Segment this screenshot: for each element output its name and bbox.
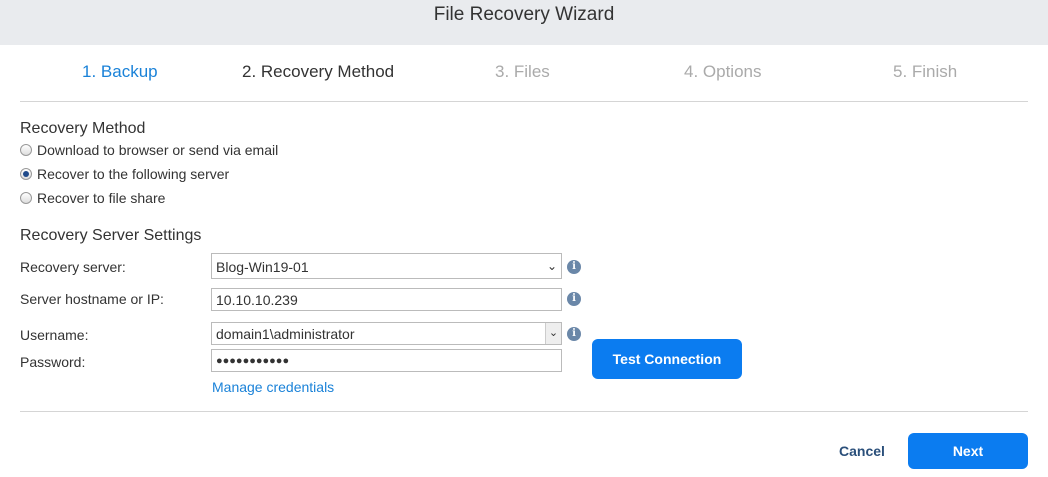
info-icon[interactable]: i xyxy=(567,327,581,341)
server-settings-heading: Recovery Server Settings xyxy=(20,227,202,244)
recovery-server-value: Blog-Win19-01 xyxy=(216,259,309,275)
step-backup[interactable]: 1. Backup xyxy=(82,62,158,81)
username-combobox[interactable]: domain1\administrator ⌄ xyxy=(211,322,562,345)
step-files: 3. Files xyxy=(495,62,550,81)
username-value: domain1\administrator xyxy=(216,326,355,342)
radio-recover-server[interactable]: Recover to the following server xyxy=(20,166,229,182)
recovery-method-heading: Recovery Method xyxy=(20,120,146,137)
window-title: File Recovery Wizard xyxy=(0,0,1048,45)
step-options: 4. Options xyxy=(684,62,762,81)
wizard-steps: 1. Backup 2. Recovery Method 3. Files 4.… xyxy=(20,62,1028,84)
password-label: Password: xyxy=(20,354,86,370)
radio-file-share[interactable]: Recover to file share xyxy=(20,190,165,206)
hostname-label: Server hostname or IP: xyxy=(20,291,164,307)
radio-download[interactable]: Download to browser or send via email xyxy=(20,142,278,158)
chevron-down-icon[interactable]: ⌄ xyxy=(545,323,561,344)
radio-label: Download to browser or send via email xyxy=(37,142,279,158)
radio-label: Recover to file share xyxy=(37,190,166,206)
info-icon[interactable]: i xyxy=(567,260,581,274)
step-recovery-method: 2. Recovery Method xyxy=(242,62,395,81)
radio-button[interactable] xyxy=(20,168,32,180)
step-finish: 5. Finish xyxy=(893,62,958,81)
divider xyxy=(20,101,1028,102)
chevron-down-icon: ⌄ xyxy=(546,259,557,273)
radio-button[interactable] xyxy=(20,144,32,156)
radio-button[interactable] xyxy=(20,192,32,204)
username-label: Username: xyxy=(20,327,89,343)
divider xyxy=(20,411,1028,412)
recovery-server-label: Recovery server: xyxy=(20,259,126,275)
info-icon[interactable]: i xyxy=(567,292,581,306)
test-connection-button[interactable]: Test Connection xyxy=(592,339,742,379)
radio-label: Recover to the following server xyxy=(37,166,230,182)
manage-credentials-link[interactable]: Manage credentials xyxy=(212,379,335,395)
recovery-server-select[interactable]: Blog-Win19-01 ⌄ xyxy=(211,253,562,279)
next-button[interactable]: Next xyxy=(908,433,1028,469)
hostname-input[interactable]: 10.10.10.239 xyxy=(211,288,562,311)
password-input[interactable]: ●●●●●●●●●●● xyxy=(211,349,562,372)
cancel-button[interactable]: Cancel xyxy=(839,443,885,459)
